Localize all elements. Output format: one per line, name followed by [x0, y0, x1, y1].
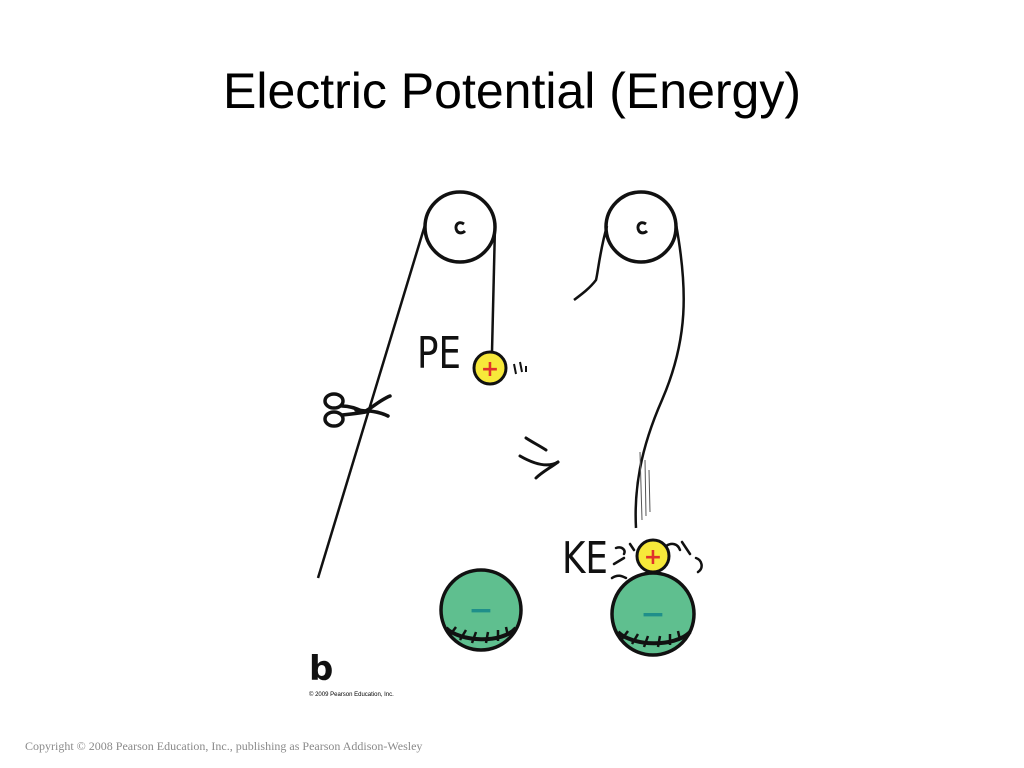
right-plus-sign: +	[644, 545, 662, 570]
left-hanging-string	[490, 225, 497, 353]
speed-lines	[639, 451, 651, 521]
ke-label: KE	[562, 533, 608, 584]
left-minus-sign: −	[468, 593, 493, 628]
left-positive-charge: +	[472, 350, 508, 386]
right-minus-sign: −	[640, 597, 665, 632]
right-negative-charge: −	[610, 571, 696, 657]
left-wiggle-marks	[513, 361, 527, 375]
slide-title: Electric Potential (Energy)	[222, 63, 801, 119]
impact-marks	[610, 540, 703, 580]
figure-drawing: PE + −	[309, 190, 703, 689]
right-cut-string	[573, 225, 609, 301]
left-pulley	[423, 190, 497, 264]
then-arrow-icon	[518, 436, 560, 480]
right-falling-string	[634, 223, 685, 529]
figure-copyright: © 2009 Pearson Education, Inc.	[309, 692, 394, 698]
right-pulley-axle	[636, 221, 649, 235]
slide-footer: Copyright © 2008 Pearson Education, Inc.…	[25, 739, 423, 753]
left-scene: PE + −	[316, 190, 527, 652]
scissors-icon	[323, 392, 392, 428]
left-string	[316, 224, 427, 579]
cartoon-figure: PE + −	[300, 180, 740, 710]
left-negative-charge: −	[439, 568, 523, 652]
pe-label: PE	[417, 328, 461, 379]
left-pulley-axle	[454, 221, 467, 235]
panel-label: b	[309, 649, 333, 689]
left-plus-sign: +	[481, 357, 499, 382]
right-positive-charge: +	[635, 538, 671, 574]
right-scene: KE + −	[562, 190, 703, 657]
right-pulley	[604, 190, 678, 264]
